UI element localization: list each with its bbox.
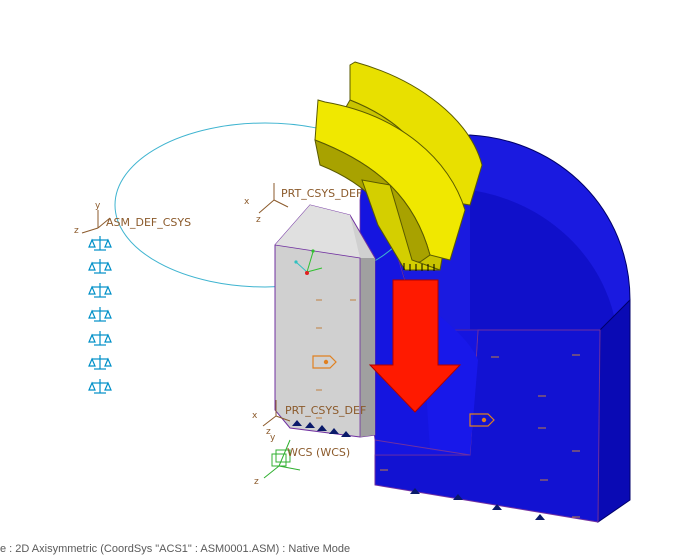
asm-csys-label: ASM_DEF_CSYS: [106, 216, 191, 229]
asm-csys-triad[interactable]: [81, 210, 111, 234]
wcs-label: WCS (WCS): [287, 446, 350, 459]
axis-x-label: x: [252, 411, 258, 421]
constraint-markers: [292, 420, 545, 520]
axis-z-label: z: [254, 477, 259, 487]
axis-z-label: z: [266, 427, 271, 437]
status-bar: e : 2D Axisymmetric (CoordSys "ACS1" : A…: [0, 538, 693, 560]
axis-z-label: z: [74, 226, 79, 236]
tag-icon[interactable]: [469, 413, 495, 427]
axis-z-label: z: [256, 215, 261, 225]
prt-csys-triad-bottom[interactable]: [262, 400, 291, 427]
yellow-part-body[interactable]: [314, 61, 483, 271]
tag-icon[interactable]: [312, 355, 337, 369]
part-origin-marker[interactable]: [294, 249, 323, 275]
status-text: e : 2D Axisymmetric (CoordSys "ACS1" : A…: [0, 543, 351, 555]
prt-csys-label-top: PRT_CSYS_DEF: [281, 187, 362, 200]
axis-y-label: y: [95, 201, 101, 211]
graphics-viewport[interactable]: y z ASM_DEF_CSYS x z PRT_CSYS_DEF x z PR…: [0, 0, 693, 538]
balance-icons[interactable]: [88, 236, 112, 394]
prt-csys-label-bottom: PRT_CSYS_DEF: [285, 404, 366, 417]
gray-part-body[interactable]: [274, 204, 376, 438]
wcs-triad[interactable]: [263, 439, 301, 479]
axis-y-label: y: [270, 433, 276, 443]
prt-csys-triad-top[interactable]: [258, 183, 289, 214]
load-arrow[interactable]: [368, 279, 462, 413]
axis-x-label: x: [244, 197, 250, 207]
